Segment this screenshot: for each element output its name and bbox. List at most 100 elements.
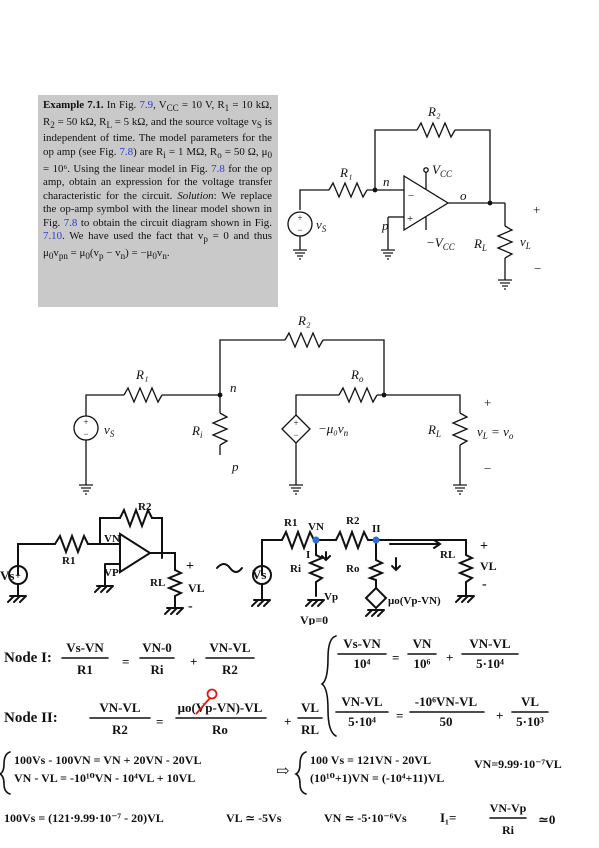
node-o-dot — [381, 392, 387, 398]
example-text: = μ — [67, 246, 86, 259]
linear-model-circuit-figure: + − + − R₂ R₁ Ro Ri n p −μ₀vn vS RL vL =… — [73, 313, 514, 495]
figure-link[interactable]: 7.8 — [63, 216, 78, 229]
subscript: p — [98, 250, 104, 261]
subscript: 0 — [85, 250, 90, 261]
example-text: = 50 kΩ, R — [54, 115, 107, 128]
node1-lhs-num: Vs-VN — [66, 640, 104, 655]
handwritten-sketch: R2 R1 VN VP Vs RL VL + - + R1 VN R2 I II… — [0, 501, 497, 625]
ground-icon — [293, 249, 512, 290]
sub2-lhs-den: 5·10⁴ — [348, 714, 376, 729]
figure-link[interactable]: 7.9 — [139, 99, 154, 111]
label-vs: vS — [316, 217, 327, 234]
subscript: pn — [58, 250, 68, 261]
sketch-ro: Ro — [346, 563, 360, 575]
cross-out-mark — [195, 688, 218, 715]
label-r1: R₁ — [135, 367, 148, 382]
rl-resistor — [166, 569, 184, 609]
example-text: = 10 V, R — [178, 99, 225, 111]
source-plus: + — [297, 213, 302, 223]
label-p: p — [381, 218, 389, 233]
sketch-source-plus: + — [15, 571, 21, 582]
sketch-minus: - — [188, 599, 193, 614]
sketch-r1b: R1 — [284, 517, 297, 529]
sketch-r2b: R2 — [346, 515, 360, 527]
sub2-mid-num: -10⁶VN-VL — [415, 694, 478, 709]
label-p: p — [231, 459, 239, 474]
opamp-minus-sign: − — [408, 190, 414, 202]
sketch-rl-c: RL — [440, 549, 455, 561]
label-vee: −VCC — [426, 235, 456, 252]
rl-resistor — [451, 412, 469, 446]
subscript: n — [120, 250, 126, 261]
node1-rhs-num: VN-VL — [209, 640, 250, 655]
example-text: ) = −μ — [125, 246, 153, 259]
i1-num: VN-Vp — [490, 801, 527, 815]
figure-link[interactable]: 7.8 — [211, 162, 225, 175]
sub1-lhs-num: Vs-VN — [343, 636, 381, 651]
sub1-rhs-num: VN-VL — [469, 636, 510, 651]
node2-rhs-num: VL — [301, 700, 319, 715]
label-rl: RL — [427, 422, 441, 439]
final-equation: 100Vs = (121·9.99·10⁻⁷ - 20)VL — [4, 811, 164, 825]
ground-icon — [79, 484, 467, 495]
node1-lhs-den: R1 — [77, 662, 93, 677]
example-text: = 5 kΩ, and the source voltage v — [111, 115, 257, 128]
label-vl: vL — [520, 234, 531, 251]
example-text-box: Example 7.1. In Fig. 7.9, VCC = 10 V, R1… — [38, 95, 278, 307]
source-minus: − — [297, 225, 302, 235]
system2-line-b: (10¹⁰+1)VN = (-10⁴+11)VL — [310, 771, 444, 785]
example-text: to obtain the circuit diagram shown in F… — [77, 216, 272, 229]
subscript: p — [203, 234, 208, 245]
equals: = — [156, 714, 163, 729]
figure-link[interactable]: 7.8 — [119, 145, 134, 158]
example-text: . We have used the fact that v — [62, 230, 204, 243]
sketch-ri: Ri — [290, 563, 301, 575]
vn-result: VN=9.99·10⁻⁷VL — [474, 757, 562, 771]
ri-resistor — [307, 539, 325, 597]
node2-mid-den: Ro — [212, 722, 228, 737]
label-n: n — [383, 174, 390, 189]
example-text: . — [166, 246, 170, 259]
rl-resistor — [457, 554, 475, 597]
r2-resistor — [284, 331, 324, 349]
label-ro: Ro — [350, 367, 364, 384]
ri-resistor — [211, 412, 229, 446]
sketch-plus-c: + — [480, 539, 488, 554]
vl-result: VL ≃ -5Vs — [226, 811, 282, 825]
vl-plus: + — [533, 202, 540, 217]
node2-lhs-num: VN-VL — [99, 700, 140, 715]
node2-label: Node II: — [4, 710, 58, 726]
node1-rhs-den: R2 — [222, 662, 238, 677]
sub2-lhs-num: VN-VL — [341, 694, 382, 709]
r1-resistor — [281, 529, 315, 551]
sketch-dependent: μo(Vp-VN) — [388, 595, 441, 607]
r1-resistor — [54, 533, 89, 555]
node-n-dot — [372, 187, 378, 193]
example-text: In Fig. — [103, 99, 140, 111]
sketch-vl-c: VL — [480, 559, 497, 573]
sub1-mid-den: 10⁶ — [414, 656, 431, 671]
example-text: = 50 Ω, μ — [221, 145, 268, 158]
r2-resistor — [335, 529, 369, 551]
sketch-node-I: I — [306, 549, 310, 561]
sketch-node-II: II — [372, 523, 381, 535]
example-text: = 1 MΩ, R — [165, 145, 218, 158]
node1-mid-num: VN-0 — [142, 640, 172, 655]
equals: = — [122, 654, 129, 669]
r1-resistor — [123, 386, 163, 404]
example-text: v — [53, 246, 59, 259]
r1-resistor — [328, 181, 368, 199]
sub2-mid-den: 50 — [440, 714, 453, 729]
plus: + — [446, 650, 453, 665]
figure-link[interactable]: 7.10 — [43, 230, 63, 243]
label-o: o — [460, 188, 467, 203]
node2-mid-num: μo(Vp-VN)-VL — [178, 700, 263, 715]
r2-resistor — [119, 507, 153, 529]
label-ri: Ri — [191, 423, 203, 440]
vn-approx-result: VN ≃ -5·10⁻⁶Vs — [324, 811, 407, 825]
sketch-vp-b: Vp — [324, 591, 338, 603]
sketch-vp: VP — [104, 567, 119, 579]
sketch-vs-b: Vs — [252, 567, 266, 582]
plus: + — [190, 654, 197, 669]
sketch-r1: R1 — [62, 555, 75, 567]
